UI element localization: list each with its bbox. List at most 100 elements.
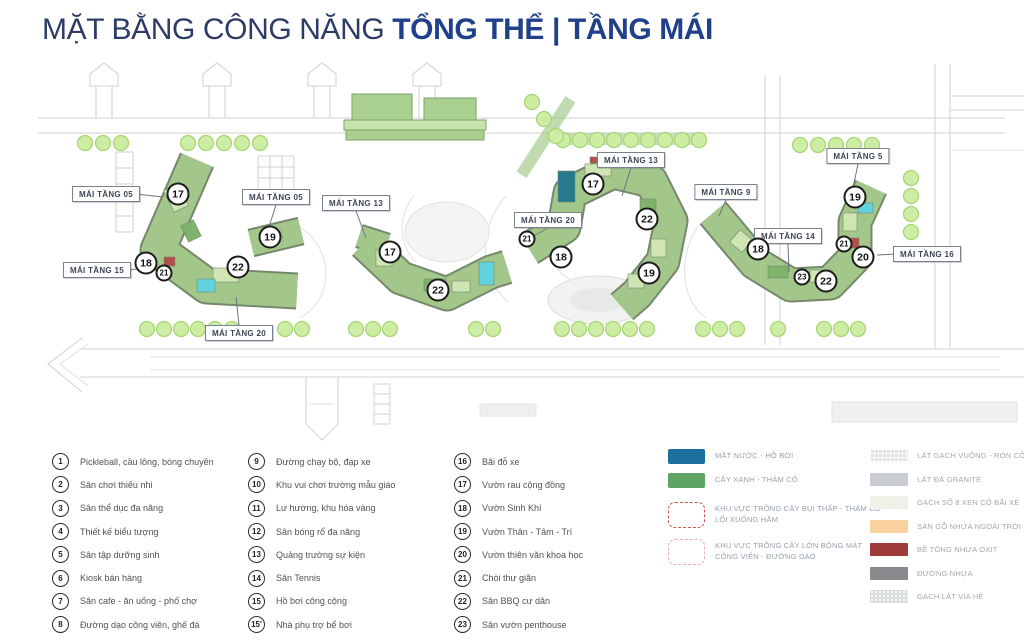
legend-number-badge: 21 <box>454 569 471 587</box>
legend-number-badge: 10 <box>248 476 265 494</box>
legend-item-label: Sân vườn penthouse <box>482 619 567 630</box>
legend-item-label: Pickleball, cầu lông, bóng chuyền <box>80 456 214 467</box>
legend-item-label: Quảng trường sự kiện <box>276 549 365 560</box>
water-swatch <box>668 449 705 464</box>
greenery-swatch <box>668 473 705 488</box>
swatch-label: KHU VỰC TRỒNG CÂY BỤI THẤP - THẢM CỎ LỐI… <box>715 504 881 526</box>
plan-marker: 18 <box>134 251 158 275</box>
material-row: LÁT ĐÁ GRANITE <box>870 472 1024 486</box>
material-label: LÁT ĐÁ GRANITE <box>917 474 982 484</box>
legend-number-badge: 15 <box>248 592 265 610</box>
swatch-label-line: LỐI XUỐNG HẦM <box>715 515 779 524</box>
material-swatch <box>870 543 908 556</box>
plan-marker: 22 <box>814 269 838 293</box>
legend-number-badge: 5 <box>52 546 69 564</box>
swatch-label: CÂY XANH - THẢM CỎ <box>715 475 798 485</box>
roof-label: MÁI TẦNG 15 <box>63 262 131 278</box>
legend-item-label: Vườn Sinh Khí <box>482 503 542 514</box>
legend-item-label: Lư hương, khu hóa vàng <box>276 503 376 514</box>
material-swatch <box>870 590 908 603</box>
legend-item-label: Vườn Thân - Tâm - Trí <box>482 526 573 537</box>
legend-item: 1 Pickleball, cầu lông, bóng chuyền <box>52 450 214 473</box>
legend-item-label: Sân thể dục đa năng <box>80 503 164 514</box>
page-title-bold: TỔNG THỂ | TẦNG MÁI <box>392 13 713 46</box>
legend-item-label: Vườn thiên văn khoa học <box>482 549 583 560</box>
roof-label: MÁI TẦNG 5 <box>826 148 890 164</box>
legend-item-label: Vườn rau cộng đồng <box>482 479 565 490</box>
plan-marker: 17 <box>581 172 605 196</box>
legend-number-badge: 3 <box>52 499 69 517</box>
roof-label: MÁI TẦNG 05 <box>72 186 140 202</box>
shade-tree-zone-swatch <box>668 539 705 565</box>
legend-item-label: Sân bóng rổ đa năng <box>276 526 361 537</box>
legend-item: 19 Vườn Thân - Tâm - Trí <box>454 520 583 543</box>
plan-marker: 21 <box>155 264 173 282</box>
page-title: MẶT BẰNG CÔNG NĂNG TỔNG THỂ | TẦNG MÁI <box>42 13 713 47</box>
legend-item-label: Khu vui chơi trường mẫu giáo <box>276 479 396 490</box>
legend-item: 18 Vườn Sinh Khí <box>454 497 583 520</box>
swatch-label-line: KHU VỰC TRỒNG CÂY LỚN BÓNG MÁT <box>715 541 863 551</box>
roof-label: MÁI TẦNG 9 <box>694 184 758 200</box>
material-label: LÁT GẠCH VUÔNG - RON CỎ <box>917 451 1024 460</box>
legend-number-badge: 1 <box>52 453 69 471</box>
plan-marker: 23 <box>793 268 811 286</box>
legend-number-badge: 7 <box>52 592 69 610</box>
material-swatch <box>870 496 908 509</box>
legend-item-label: Sân BBQ cư dân <box>482 596 551 607</box>
legend-item: 15'Nhà phụ trợ bể bơi <box>248 613 395 636</box>
page-title-regular: MẶT BẰNG CÔNG NĂNG <box>42 13 393 46</box>
roof-label: MÁI TẦNG 13 <box>597 152 665 168</box>
material-label: BÊ TÔNG NHỰA OXIT <box>917 545 998 554</box>
legend-item: 3 Sân thể dục đa năng <box>52 497 214 520</box>
plan-marker: 21 <box>518 230 536 248</box>
legend-item-label: Hồ bơi công cộng <box>276 596 347 607</box>
plan-marker: 22 <box>226 255 250 279</box>
legend-item-label: Sân chơi thiếu nhi <box>80 479 153 490</box>
material-label: SÀN GỖ NHỰA NGOÀI TRỜI <box>917 521 1022 531</box>
plan-marker: 22 <box>426 278 450 302</box>
legend-swatch-row: KHU VỰC TRỒNG CÂY LỚN BÓNG MÁT CÔNG VIÊN… <box>668 539 881 565</box>
legend-number-badge: 12 <box>248 523 265 541</box>
legend-number-badge: 4 <box>52 523 69 541</box>
roof-label: MÁI TẦNG 20 <box>514 212 582 228</box>
legend-item-label: Sân Tennis <box>276 573 321 584</box>
legend-number-badge: 17 <box>454 476 471 494</box>
plan-marker: 18 <box>746 237 770 261</box>
plan-marker: 17 <box>378 240 402 264</box>
legend-number-badge: 19 <box>454 523 471 541</box>
swatch-label-line: KHU VỰC TRỒNG CÂY BỤI THẤP - THẢM CỎ <box>715 504 881 514</box>
plan-marker: 18 <box>549 245 573 269</box>
material-row: SÀN GỖ NHỰA NGOÀI TRỜI <box>870 519 1024 533</box>
legend-item: 10 Khu vui chơi trường mẫu giáo <box>248 473 395 496</box>
plan-marker: 22 <box>635 207 659 231</box>
material-label: GẠCH LÁT VỈA HÈ <box>917 592 984 601</box>
material-label: GẠCH SỐ 8 XEN CỎ BÃI XE <box>917 498 1020 507</box>
legend-swatch-row: KHU VỰC TRỒNG CÂY BỤI THẤP - THẢM CỎ LỐI… <box>668 502 881 528</box>
roof-label: MÁI TẦNG 14 <box>754 228 822 244</box>
material-row: LÁT GẠCH VUÔNG - RON CỎ <box>870 449 1024 462</box>
legend-item-label: Sân tập dưỡng sinh <box>80 549 160 560</box>
material-row: ĐƯỜNG NHỰA <box>870 566 1024 580</box>
materials-legend: LÁT GẠCH VUÔNG - RON CỎ LÁT ĐÁ GRANITE G… <box>870 449 1024 614</box>
legend-number-badge: 20 <box>454 546 471 564</box>
material-swatch <box>870 566 908 580</box>
legend-swatch-row: MẶT NƯỚC - HỒ BƠI <box>668 449 881 464</box>
legend-item: 17 Vườn rau cộng đồng <box>454 473 583 496</box>
legend-item: 15 Hồ bơi công cộng <box>248 590 395 613</box>
legend-number-badge: 18 <box>454 499 471 517</box>
legend-item-label: Đường chạy bộ, đạp xe <box>276 456 371 467</box>
roof-label: MÁI TẦNG 05 <box>242 189 310 205</box>
material-row: BÊ TÔNG NHỰA OXIT <box>870 543 1024 556</box>
plan-marker: 19 <box>843 185 867 209</box>
